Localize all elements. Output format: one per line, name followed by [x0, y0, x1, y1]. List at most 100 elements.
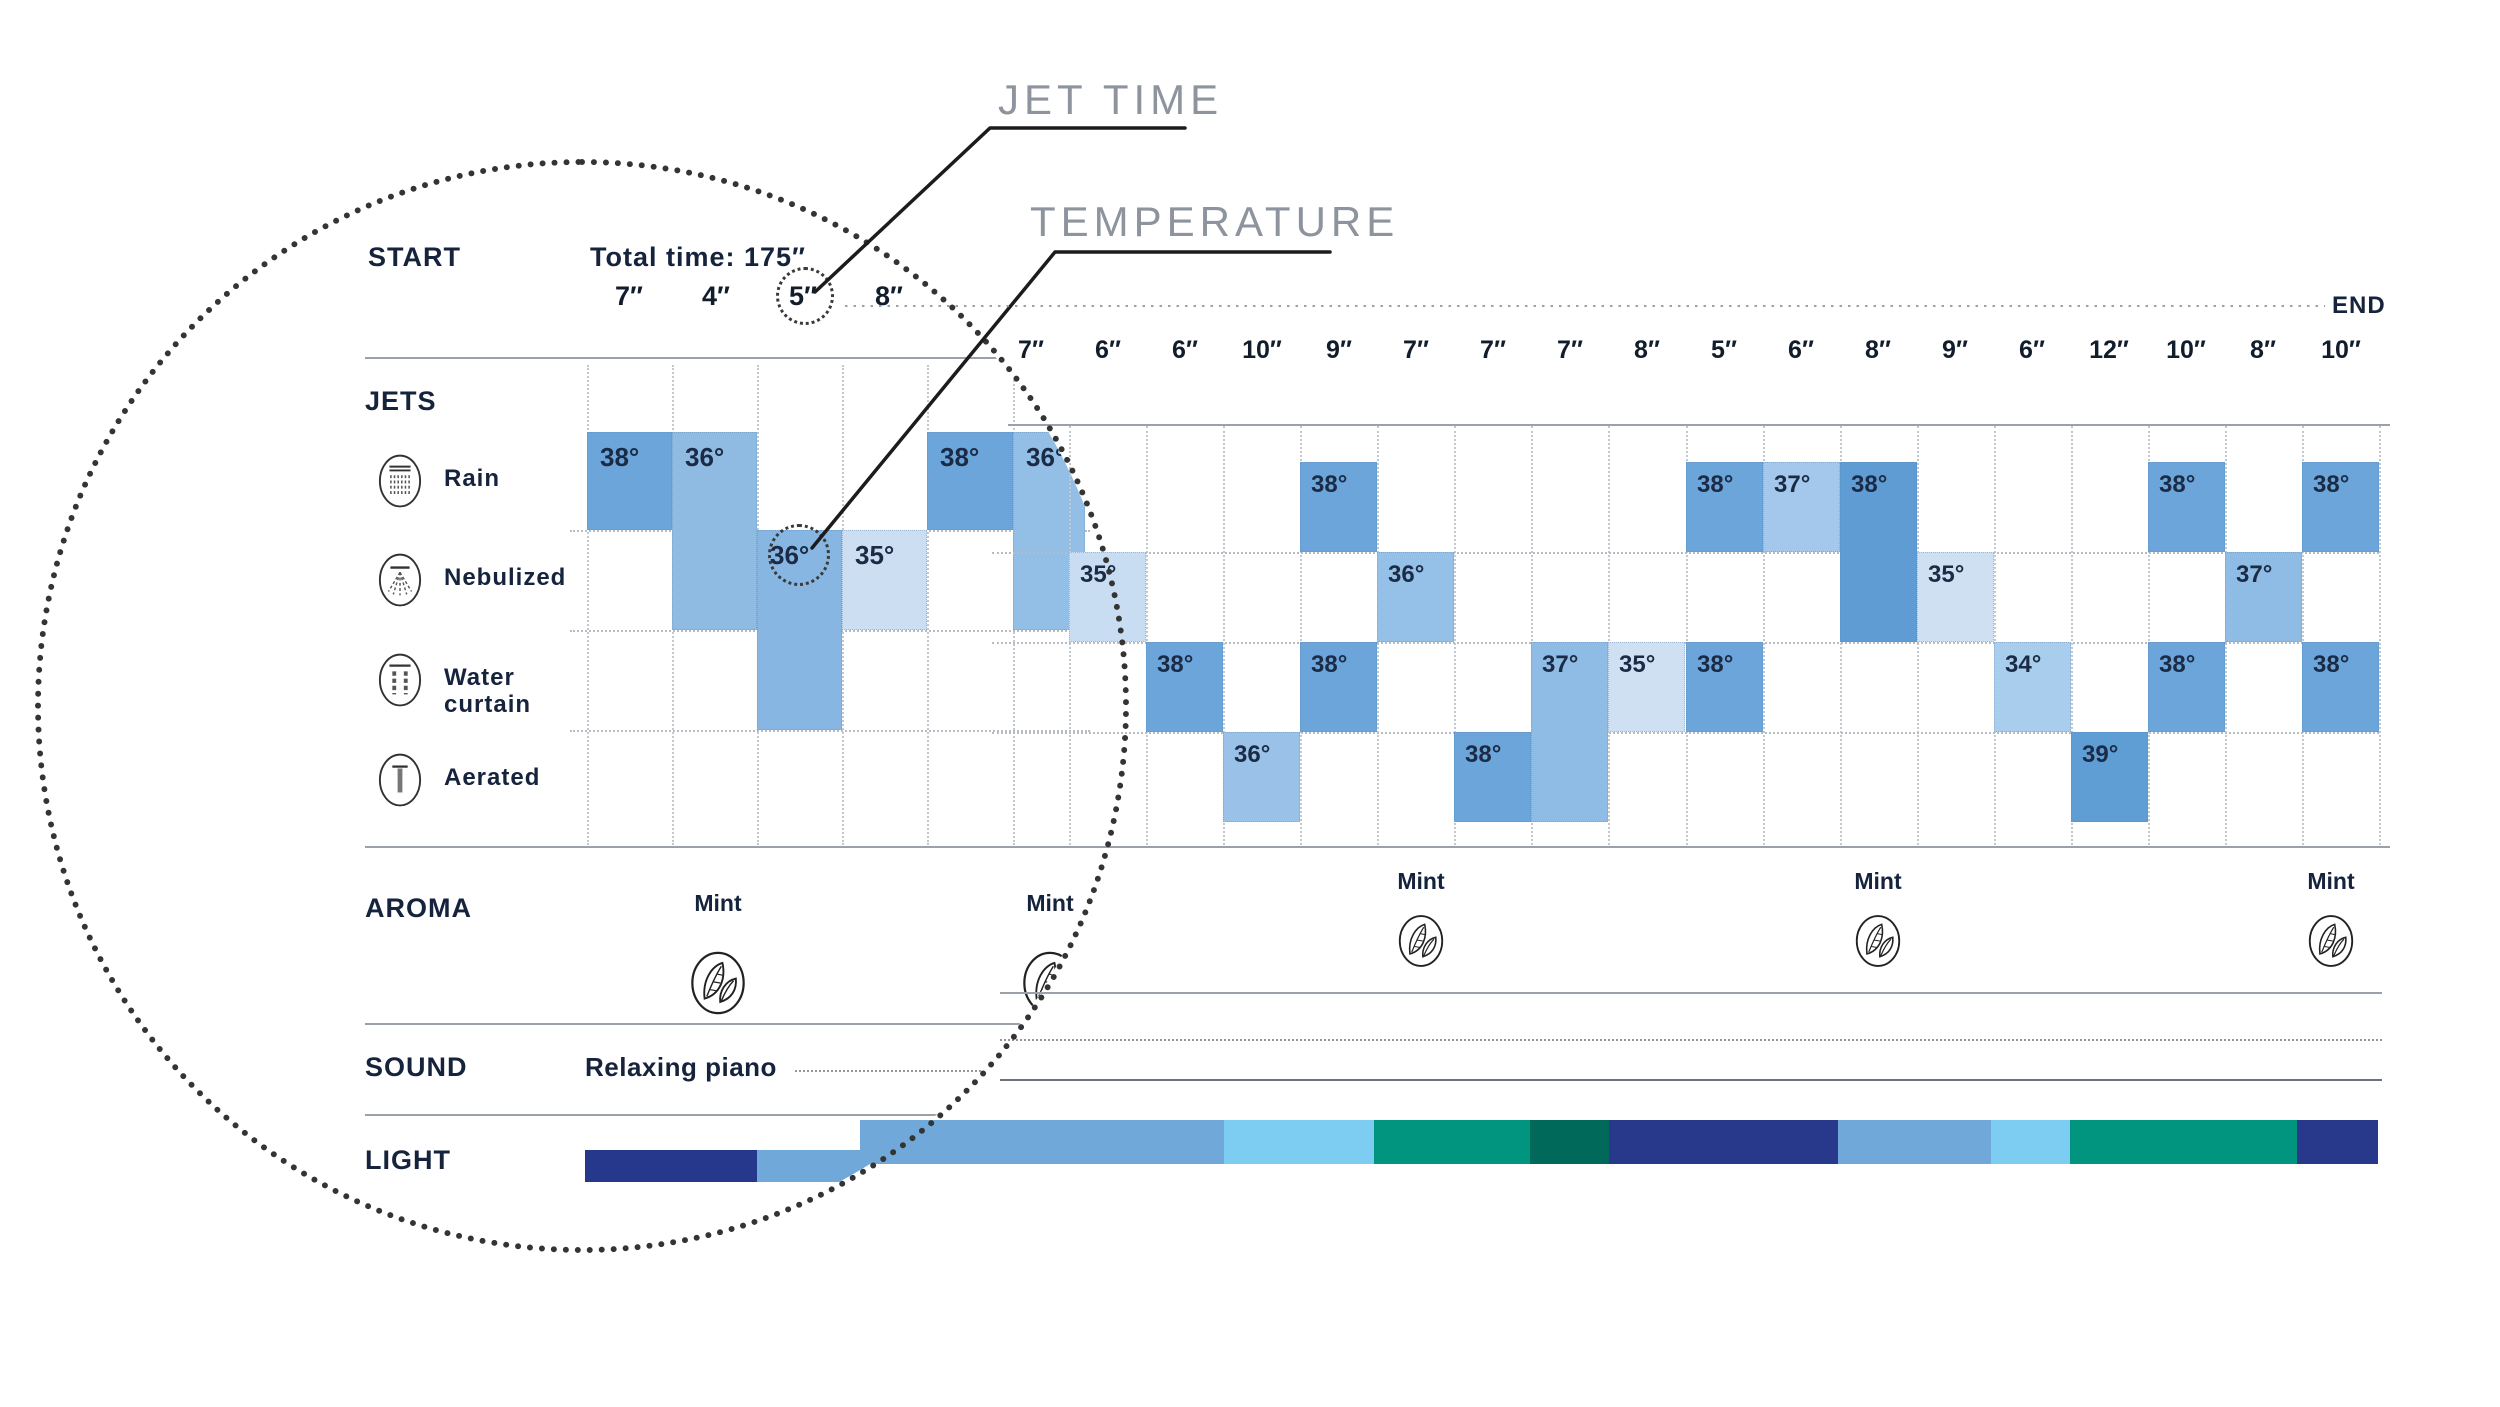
light-color-segment: [1530, 1120, 1609, 1164]
jet-cell: 38°: [2148, 462, 2225, 552]
jet-time-value: 8″: [2250, 336, 2276, 364]
jet-cell-temp: 35°: [1080, 561, 1117, 588]
jet-cell-temp: 35°: [1928, 561, 1965, 588]
light-color-segment: [1838, 1120, 1991, 1164]
grid-vline: [2071, 426, 2073, 845]
grid-vline: [587, 365, 589, 845]
jet-row-label: Rain: [444, 465, 501, 492]
jet-cell-temp: 37°: [2236, 561, 2273, 588]
grid-vline: [1146, 426, 1148, 845]
grid-row-line: [992, 552, 2379, 554]
jet-cell-temp: 38°: [1157, 651, 1194, 678]
nebulized-jet-icon: [377, 551, 423, 609]
jet-time-value: 9″: [1326, 336, 1352, 364]
grid-vline: [2379, 426, 2381, 845]
jets-section-title: JETS: [365, 386, 437, 416]
sound-section-title: SOUND: [365, 1052, 468, 1082]
sound-track-label: Relaxing piano: [585, 1052, 777, 1082]
jet-row-label: Nebulized: [444, 564, 567, 591]
jet-cell-temp: 36°: [685, 442, 725, 472]
aroma-leaf-icon: [1021, 948, 1079, 1018]
light-color-segment: [860, 1120, 1224, 1164]
jet-time-value: 4″: [702, 281, 730, 311]
light-color-segment: [2297, 1120, 2378, 1164]
jet-cell: 39°: [2071, 732, 2148, 822]
jet-time-value: 10″: [2321, 336, 2361, 364]
jet-cell-temp: 38°: [1697, 651, 1734, 678]
aroma-scent-label: Mint: [2307, 868, 2355, 894]
jet-cell: 38°: [1300, 462, 1377, 552]
jet-time-value: 7″: [1480, 336, 1506, 364]
jet-cell: 37°: [1531, 642, 1608, 822]
jet-time-value: 8″: [1865, 336, 1891, 364]
jet-time-value: 10″: [1242, 336, 1282, 364]
grid-vline: [1608, 426, 1610, 845]
jet-time-value: 8″: [1634, 336, 1660, 364]
jet-cell-temp: 36°: [1234, 741, 1271, 768]
grid-vline: [1300, 426, 1302, 845]
light-color-segment: [1609, 1120, 1838, 1164]
jet-cell: 36°: [1223, 732, 1300, 822]
jet-cell: 34°: [1994, 642, 2071, 732]
grid-vline: [2302, 426, 2304, 845]
aroma-leaf-icon: [2307, 912, 2355, 970]
jet-time-value: 9″: [1942, 336, 1968, 364]
jet-time-value: 7″: [1403, 336, 1429, 364]
aroma-separator-line: [365, 1023, 1045, 1025]
jet-cell-temp: 38°: [2159, 471, 2196, 498]
grid-row-line: [570, 730, 1090, 732]
jet-row-label: Aerated: [444, 764, 541, 791]
jet-cell-temp: 35°: [1619, 651, 1656, 678]
aroma-scent-label: Mint: [1026, 890, 1074, 916]
jet-cell-temp: 38°: [1697, 471, 1734, 498]
light-color-segment: [1374, 1120, 1530, 1164]
jet-cell-temp: 38°: [2313, 471, 2350, 498]
light-section-title: LIGHT: [365, 1145, 451, 1175]
aroma-leaf-icon: [689, 948, 747, 1018]
jet-cell: 38°: [2302, 642, 2379, 732]
end-label: END: [2332, 292, 2386, 319]
rain-jet-icon: [377, 452, 423, 510]
jet-cell: 35°: [1917, 552, 1994, 642]
jet-time-value: 7″: [615, 281, 643, 311]
jet-time-value: 6″: [1095, 336, 1121, 364]
jet-cell-temp: 34°: [2005, 651, 2042, 678]
start-label: START: [368, 242, 461, 272]
jet-cell: 37°: [1763, 462, 1840, 552]
jet-cell: 35°: [1069, 552, 1146, 642]
jet-cell-temp: 39°: [2082, 741, 2119, 768]
light-color-segment: [585, 1150, 757, 1182]
sound-dotted-leader: [795, 1070, 1025, 1072]
jet-cell-temp: 38°: [600, 442, 640, 472]
grid-vline: [1994, 426, 1996, 845]
grid-vline: [2148, 426, 2150, 845]
jet-cell-temp: 37°: [1774, 471, 1811, 498]
jet-cell-temp: 37°: [1542, 651, 1579, 678]
jet-cell: 38°: [587, 432, 672, 530]
jets-axis-line: [1000, 846, 2390, 848]
jet-cell: 37°: [2225, 552, 2302, 642]
aerated-jet-icon: [377, 751, 423, 809]
jet-cell: 38°: [1686, 642, 1763, 732]
jet-row-label: Water curtain: [444, 664, 532, 718]
aroma-leaf-icon: [1854, 912, 1902, 970]
jet-cell: 38°: [1686, 462, 1763, 552]
jet-cell: 36°: [672, 432, 757, 630]
grid-vline: [1531, 426, 1533, 845]
jet-cell: 38°: [2148, 642, 2225, 732]
jet-time-value: 7″: [1557, 336, 1583, 364]
aroma-section-title: AROMA: [365, 893, 472, 923]
grid-vline: [1454, 426, 1456, 845]
jet-cell: 38°: [2302, 462, 2379, 552]
light-color-segment: [2070, 1120, 2297, 1164]
light-color-segment: [1224, 1120, 1374, 1164]
grid-row-line: [992, 732, 2379, 734]
sound-dotted-line: [1000, 1039, 2382, 1041]
aroma-leaf-icon: [1397, 912, 1445, 970]
jet-cell: 38°: [1146, 642, 1223, 732]
jet-cell-temp: 38°: [1311, 651, 1348, 678]
jet-cell: 38°: [1840, 462, 1917, 642]
magnified-header-line: [365, 357, 1005, 359]
